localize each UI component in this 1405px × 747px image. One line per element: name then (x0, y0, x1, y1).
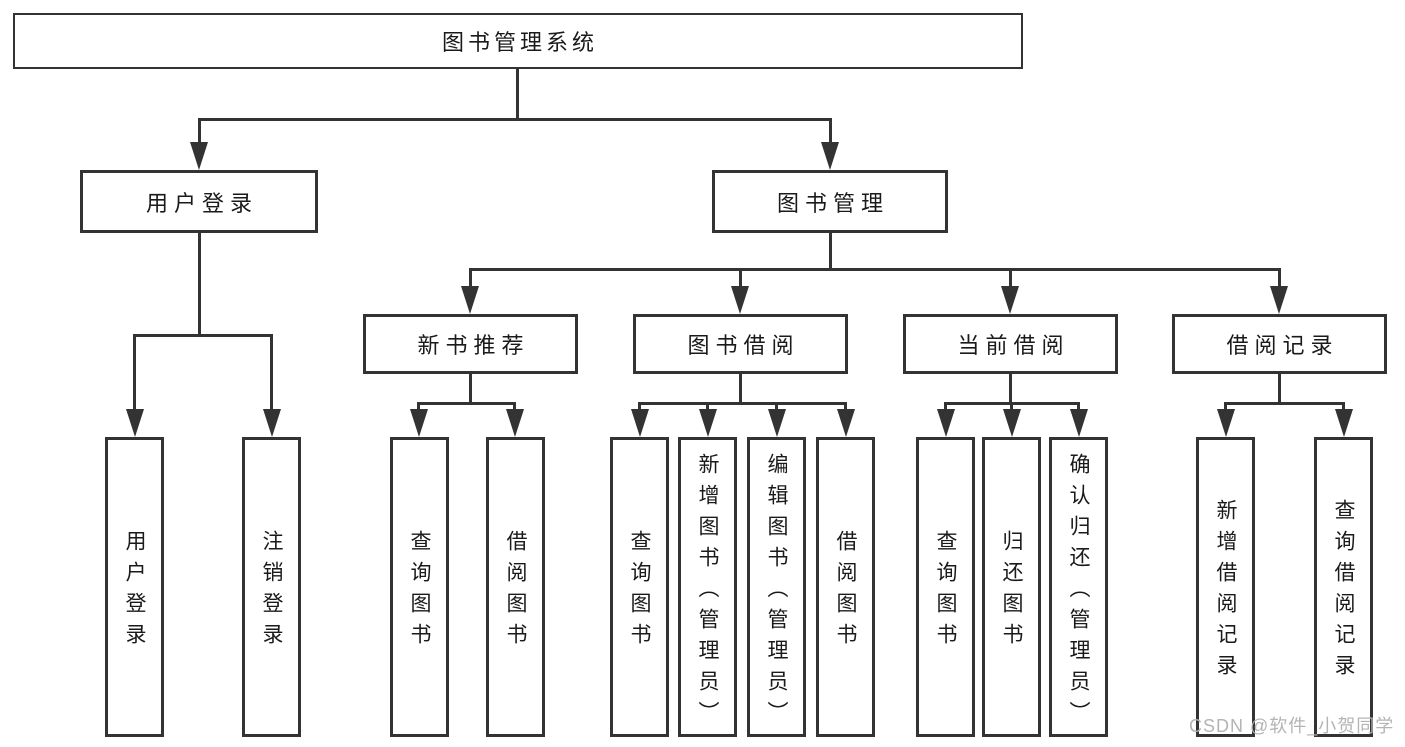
node-book-management: 图书管理 (712, 170, 948, 233)
connector-line (829, 233, 832, 271)
csdn-watermark: CSDN @软件_小贺同学 (1189, 716, 1395, 736)
arrow-down-icon (506, 409, 524, 437)
arrow-down-icon (937, 409, 955, 437)
leaf-user-login: 用户登录 (105, 437, 164, 737)
arrow-down-icon (1003, 409, 1021, 437)
connector-line (469, 374, 472, 404)
connector-line (198, 118, 201, 146)
leaf-bb-borrow-books: 借阅图书 (816, 437, 875, 737)
arrow-down-icon (1070, 409, 1088, 437)
leaf-bb-query-books-label: 查询图书 (628, 530, 651, 654)
node-new-book-recommend-label: 新书推荐 (417, 333, 530, 358)
leaf-bb-borrow-books-label: 借阅图书 (834, 530, 857, 654)
leaf-br-query-record-label: 查询借阅记录 (1332, 499, 1355, 685)
leaf-nbr-borrow-books: 借阅图书 (486, 437, 545, 737)
connector-line (944, 402, 947, 412)
connector-line (739, 268, 742, 290)
arrow-down-icon (410, 409, 428, 437)
arrow-down-icon (768, 409, 786, 437)
node-user-login: 用户登录 (80, 170, 318, 233)
connector-line (1224, 402, 1227, 412)
node-current-borrowing: 当前借阅 (903, 314, 1118, 374)
leaf-logout-label: 注销登录 (260, 530, 283, 654)
connector-line (1077, 402, 1080, 412)
leaf-cb-return-books: 归还图书 (982, 437, 1041, 737)
leaf-nbr-borrow-books-label: 借阅图书 (504, 530, 527, 654)
leaf-cb-query-books-label: 查询图书 (934, 530, 957, 654)
connector-line (270, 334, 273, 412)
leaf-nbr-query-books: 查询图书 (390, 437, 449, 737)
arrow-down-icon (631, 409, 649, 437)
arrow-down-icon (731, 286, 749, 314)
arrow-down-icon (461, 286, 479, 314)
node-book-management-label: 图书管理 (776, 190, 889, 216)
leaf-br-add-record-label: 新增借阅记录 (1214, 499, 1237, 685)
leaf-bb-add-books-admin: 新增图书（管理员） (678, 437, 737, 737)
node-borrowing-records: 借阅记录 (1172, 314, 1387, 374)
node-book-borrowing: 图书借阅 (633, 314, 848, 374)
leaf-bb-edit-books-admin-label: 编辑图书（管理员） (765, 452, 788, 732)
connector-line (417, 402, 420, 412)
node-user-login-label: 用户登录 (145, 190, 258, 216)
connector-line (469, 268, 472, 290)
connector-line (1009, 268, 1012, 290)
connector-line (469, 268, 1281, 271)
node-root-label: 图书管理系统 (441, 30, 598, 55)
arrow-down-icon (1270, 286, 1288, 314)
arrow-down-icon (1001, 286, 1019, 314)
leaf-cb-return-books-label: 归还图书 (1000, 530, 1023, 654)
connector-line (844, 402, 847, 412)
connector-line (775, 402, 778, 412)
leaf-nbr-query-books-label: 查询图书 (408, 530, 431, 654)
node-book-borrowing-label: 图书借阅 (687, 333, 800, 358)
arrow-down-icon (190, 142, 208, 170)
connector-line (638, 402, 641, 412)
arrow-down-icon (837, 409, 855, 437)
leaf-cb-confirm-return-admin-label: 确认归还（管理员） (1067, 452, 1090, 732)
connector-line (1224, 402, 1345, 405)
leaf-br-query-record: 查询借阅记录 (1314, 437, 1373, 737)
connector-line (133, 334, 273, 337)
connector-line (1009, 374, 1012, 404)
leaf-cb-query-books: 查询图书 (916, 437, 975, 737)
node-new-book-recommend: 新书推荐 (363, 314, 578, 374)
node-borrowing-records-label: 借阅记录 (1226, 333, 1339, 358)
connector-line (706, 402, 709, 412)
arrow-down-icon (699, 409, 717, 437)
connector-line (417, 402, 516, 405)
leaf-cb-confirm-return-admin: 确认归还（管理员） (1049, 437, 1108, 737)
connector-line (739, 374, 742, 404)
connector-line (638, 402, 847, 405)
arrow-down-icon (263, 409, 281, 437)
leaf-bb-add-books-admin-label: 新增图书（管理员） (696, 452, 719, 732)
leaf-bb-edit-books-admin: 编辑图书（管理员） (747, 437, 806, 737)
leaf-logout: 注销登录 (242, 437, 301, 737)
connector-line (829, 118, 832, 146)
connector-line (1342, 402, 1345, 412)
connector-line (198, 118, 832, 121)
connector-line (1278, 374, 1281, 404)
connector-line (198, 232, 201, 336)
connector-line (1278, 268, 1281, 290)
connector-line (133, 334, 136, 412)
arrow-down-icon (821, 142, 839, 170)
node-current-borrowing-label: 当前借阅 (957, 333, 1070, 358)
arrow-down-icon (126, 409, 144, 437)
leaf-bb-query-books: 查询图书 (610, 437, 669, 737)
connector-line (513, 402, 516, 412)
connector-line (516, 69, 519, 120)
arrow-down-icon (1335, 409, 1353, 437)
leaf-user-login-label: 用户登录 (123, 530, 146, 654)
connector-line (1010, 402, 1013, 412)
leaf-br-add-record: 新增借阅记录 (1196, 437, 1255, 737)
arrow-down-icon (1217, 409, 1235, 437)
node-root: 图书管理系统 (13, 13, 1023, 69)
